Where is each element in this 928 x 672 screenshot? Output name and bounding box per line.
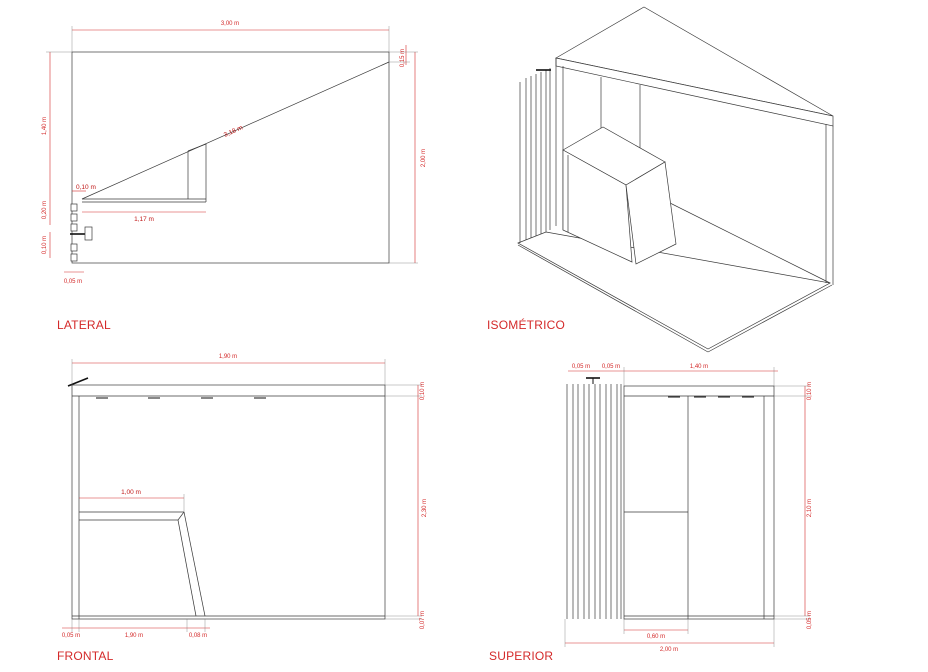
superior-view-title: SUPERIOR bbox=[489, 649, 554, 663]
superior-bottom-dimension-b: 2,00 m bbox=[660, 647, 678, 653]
frontal-right-bottom-dimension: 0,07 m bbox=[420, 611, 426, 629]
lateral-right-small-dimension: 0,15 m bbox=[400, 49, 406, 67]
frontal-bottom-dimension-a: 0,05 m bbox=[62, 633, 80, 639]
superior-outline bbox=[623, 385, 775, 620]
lateral-view: 3,00 m 0,15 m 2,00 m 1,40 m 3,18 m 0,10 … bbox=[42, 21, 427, 285]
lateral-top-dimension: 3,00 m bbox=[221, 21, 239, 27]
frontal-bottom-dimension-b: 1,90 m bbox=[125, 633, 143, 639]
superior-bottom-dimension-a: 0,60 m bbox=[647, 634, 665, 640]
lateral-slope-dimension: 3,18 m bbox=[223, 124, 244, 138]
frontal-top-dimension: 1,90 m bbox=[219, 354, 237, 360]
frontal-view-title: FRONTAL bbox=[57, 649, 114, 663]
lateral-lower-dimension-a: 0,20 m bbox=[42, 201, 48, 219]
lateral-base-dimension: 1,17 m bbox=[134, 216, 154, 223]
lateral-lower-dimension-b: 0,10 m bbox=[42, 236, 48, 254]
superior-right-bottom-dimension: 0,05 m bbox=[807, 611, 813, 629]
superior-top-dimension-a: 0,05 m bbox=[572, 364, 590, 370]
frontal-right-small-dimension: 0,10 m bbox=[420, 382, 426, 400]
superior-top-dimension-b: 0,05 m bbox=[602, 364, 620, 370]
superior-slats bbox=[566, 377, 622, 619]
lateral-view-title: LATERAL bbox=[57, 318, 111, 332]
frontal-inner-dimension: 1,00 m bbox=[121, 489, 141, 496]
lateral-right-total-dimension: 2,00 m bbox=[421, 149, 427, 167]
superior-top-dimension-c: 1,40 m bbox=[690, 364, 708, 370]
iso-roof bbox=[555, 6, 834, 117]
iso-slats bbox=[519, 58, 564, 243]
frontal-right-total-dimension: 2,30 m bbox=[422, 499, 428, 517]
superior-right-small-dimension: 0,10 m bbox=[807, 382, 813, 400]
frontal-view: 1,90 m 1,00 m 0,10 m 2,30 m 0,07 m 0,05 … bbox=[62, 354, 428, 639]
isometric-view bbox=[517, 6, 834, 353]
lateral-edge-dimension: 0,10 m bbox=[76, 184, 96, 191]
lateral-slope-line bbox=[81, 61, 390, 200]
lateral-left-dimension: 1,40 m bbox=[42, 117, 48, 135]
frontal-outline bbox=[71, 384, 386, 620]
lateral-slats bbox=[70, 203, 93, 262]
frontal-bench bbox=[79, 511, 206, 617]
superior-view: 0,05 m 0,05 m 1,40 m 0,10 m 2,10 m 0,05 … bbox=[564, 364, 813, 653]
isometric-view-title: ISOMÉTRICO bbox=[487, 318, 566, 332]
lateral-bottom-dimension: 0,05 m bbox=[64, 279, 82, 285]
iso-bench bbox=[562, 126, 677, 265]
superior-right-total-dimension: 2,10 m bbox=[807, 499, 813, 517]
frontal-bottom-dimension-c: 0,08 m bbox=[189, 633, 207, 639]
lateral-outline bbox=[71, 51, 390, 264]
